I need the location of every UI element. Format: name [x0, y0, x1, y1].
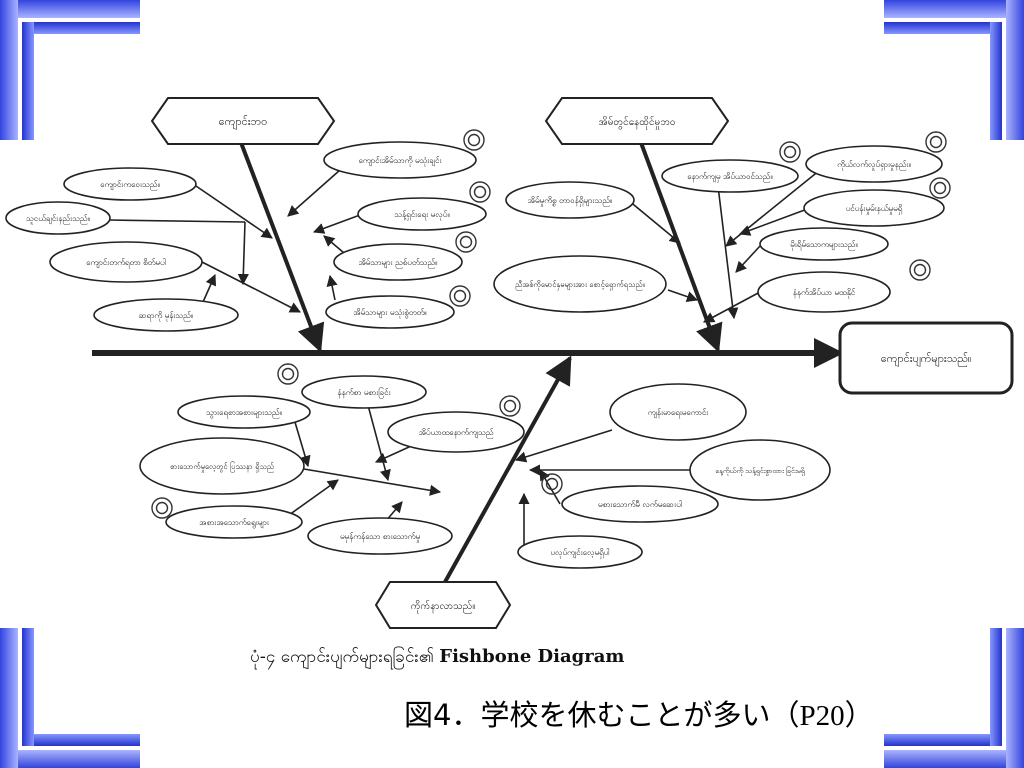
- cause-ellipse-c10: [661, 159, 799, 193]
- cause-ellipse-c18: [387, 411, 525, 453]
- cause-ellipse-c12: [803, 189, 945, 227]
- cause-ellipse-c14: [759, 227, 889, 261]
- cause-label-c22: အစားအသောက်ရွေးများ: [199, 517, 270, 529]
- cause-label-c15: နံနက်အိပ်ယာ မထနိုင်: [793, 287, 856, 299]
- arrow-c7: [202, 273, 217, 303]
- category-personal-label: ကိုက်နာလာသည်။: [411, 599, 476, 614]
- cause-ellipse-c23: [561, 485, 719, 523]
- arrow-c13: [667, 289, 699, 303]
- caption-jp-text: 図4．学校を休むことが多い: [404, 698, 771, 732]
- cause-ellipse-c6: [333, 243, 463, 281]
- arrow-c15: [703, 291, 761, 323]
- head-box: [838, 321, 1014, 395]
- priority-mark: [151, 497, 173, 519]
- cause-label-c25: ပလုပ်ကျင်းလေ့မရှိပါ: [550, 547, 609, 559]
- cause-label-c23: မစားသောက်မီ လက်မဆေးပါ: [598, 499, 682, 509]
- arrow-c20: [297, 467, 442, 496]
- cause-label-c7: ဆရာကို မုန်းသည်။: [139, 310, 194, 322]
- cause-label-c2: ကျောင်းကဝေးသည်။: [100, 179, 160, 191]
- arrow-c8: [326, 274, 338, 301]
- category-school-box: [150, 97, 336, 145]
- cause-label-c4: သန့်ရှင်းရေး မလုပ်။: [394, 209, 450, 221]
- cause-label-c10: နောက်ကျမှ အိပ်ယာဝင်သည်။: [687, 171, 773, 183]
- cause-label-c16: နံနက်စာ မစားခြင်း: [337, 387, 391, 399]
- arrow-c4: [312, 214, 361, 234]
- arrow-c19: [514, 429, 613, 463]
- bone-school: [238, 139, 325, 353]
- cause-label-c20: စားသောက်မှုလေ့တွင် ပြဿနာ ရှိသည်: [170, 462, 274, 472]
- priority-mark: [277, 363, 299, 385]
- corner-decoration-top-left: [0, 0, 140, 140]
- cause-label-c14: မိုးရိမ်သောကများသည်။: [790, 239, 858, 251]
- cause-ellipse-c7: [93, 298, 239, 332]
- arrow-c9: [627, 199, 681, 244]
- cause-ellipse-c20: [139, 437, 305, 495]
- cause-label-c11: ကိုယ်လက်လှုပ်ရှားမှုနည်း။: [837, 159, 911, 171]
- cause-label-c5: ကျောင်းတက်ရတာ စိတ်မပါ: [86, 257, 166, 269]
- cause-label-c19: ကျန်းမာရေးမကောင်း: [648, 407, 710, 419]
- bone-personal: [443, 355, 572, 583]
- cause-label-c1: ကျောင်းအိမ်သာကို မသုံးချင်း: [358, 155, 442, 167]
- cause-label-c13: ညီအစ်ကိုမောင်နှမများအား စောင့်ရှောက်ရသည်…: [515, 280, 645, 290]
- arrow-c3: [107, 219, 246, 223]
- cause-ellipse-c11: [805, 145, 943, 183]
- cause-label-c17: သွားရေစာအစားများသည်။: [206, 407, 282, 419]
- priority-mark: [463, 129, 485, 151]
- priority-mark: [925, 131, 947, 153]
- arrow-c1: [287, 169, 341, 217]
- priority-mark: [909, 259, 931, 281]
- caption-mm-text: ပုံ-၄ ကျောင်းပျက်များရခြင်း၏: [250, 647, 440, 667]
- cause-label-c6: အိမ်သာများ ညစ်ပတ်သည်။: [358, 257, 437, 269]
- figure-caption-japanese: 図4．学校を休むことが多い（P20）: [404, 692, 874, 734]
- cause-label-c24: မမှန်ကန်သော စားသောက်မှု: [340, 531, 420, 543]
- cause-label-c3: သူငယ်ချင်းနည်းသည်။: [26, 213, 90, 225]
- arrow-c23: [539, 469, 561, 505]
- arrow-c12: [738, 207, 811, 236]
- cause-ellipse-c15: [757, 271, 891, 313]
- arrow-c5: [201, 261, 301, 313]
- category-home-box: [544, 97, 730, 145]
- cause-ellipse-c1: [323, 141, 477, 179]
- arrow-c14: [735, 245, 761, 273]
- cause-ellipse-c22: [165, 505, 303, 539]
- cause-ellipse-c19: [609, 383, 747, 441]
- cause-ellipse-c4: [357, 197, 487, 231]
- cause-label-c18: အိပ်ယာထနောက်ကျသည်: [419, 427, 494, 439]
- category-personal-box: [374, 581, 512, 629]
- category-home-label: အိမ်တွင်နေထိုင်မှုဘဝ: [599, 115, 676, 130]
- priority-mark: [929, 177, 951, 199]
- cause-label-c8: အိမ်သာများ မသုံးစွဲတတ်။: [353, 307, 426, 319]
- cause-ellipse-c21: [689, 439, 831, 501]
- head-label: ကျောင်းပျက်များသည်။: [881, 352, 972, 367]
- arrow-c2: [195, 185, 273, 239]
- priority-mark: [469, 181, 491, 203]
- cause-label-c12: ပင်ပန်းမှုမ်းနယ်မှုမရှိ: [846, 203, 903, 215]
- arrow-c10: [717, 185, 739, 320]
- cause-label-c9: အိမ်မှုကိစ္စ တာဝန်ရှိများသည်။: [528, 195, 613, 207]
- cause-ellipse-c13: [493, 255, 667, 313]
- cause-ellipse-c9: [505, 181, 635, 219]
- category-school-label: ကျောင်းဘဝ: [219, 115, 268, 130]
- cause-ellipse-c25: [517, 535, 643, 569]
- cause-ellipse-c2: [63, 167, 197, 201]
- caption-en-text: Fishbone Diagram: [439, 646, 625, 667]
- cause-ellipse-c8: [325, 295, 455, 329]
- cause-ellipse-c16: [301, 375, 427, 409]
- arrow-c3-down: [237, 221, 249, 286]
- cause-ellipse-c5: [49, 241, 203, 283]
- priority-mark: [779, 141, 801, 163]
- cause-ellipse-c24: [307, 517, 453, 555]
- priority-mark: [449, 285, 471, 307]
- figure-caption-myanmar: ပုံ-၄ ကျောင်းပျက်များရခြင်း၏ Fishbone Di…: [250, 646, 624, 671]
- priority-mark: [455, 231, 477, 253]
- caption-jp-page: （P20）: [770, 700, 874, 732]
- priority-mark: [499, 395, 521, 417]
- priority-mark: [541, 473, 563, 495]
- cause-ellipse-c3: [5, 201, 111, 235]
- cause-ellipse-c17: [177, 395, 311, 429]
- cause-label-c21: နေ့ကိုယ်ကို သန့်ရှင်းစွာထား ခြင်းမရှိ: [715, 466, 804, 476]
